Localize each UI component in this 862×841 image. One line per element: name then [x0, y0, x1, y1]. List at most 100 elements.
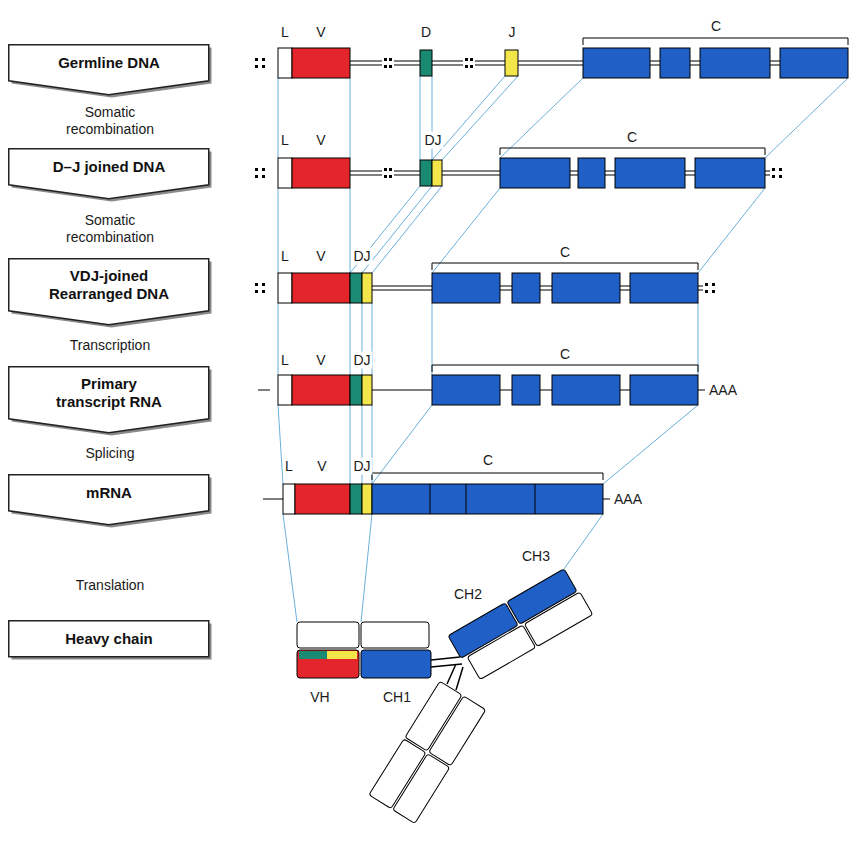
segment-label: L — [279, 132, 291, 149]
guide-line — [278, 405, 698, 484]
d-segment — [420, 50, 432, 76]
d-region — [299, 651, 327, 659]
v-segment — [295, 484, 350, 514]
leader-segment — [283, 484, 295, 514]
guide-line — [278, 76, 848, 160]
c-exon — [583, 48, 650, 78]
v-segment — [292, 158, 350, 188]
step-box: Germline DNA — [8, 44, 212, 98]
leader-segment — [278, 158, 292, 188]
box-text-holder: Primary transcript RNA — [9, 367, 209, 419]
polya-label: AAA — [707, 382, 739, 399]
segment-label: DJ — [422, 132, 443, 149]
c-exon — [695, 158, 765, 188]
box-text-holder: VDJ-joined Rearranged DNA — [9, 259, 209, 311]
step-box: mRNA — [8, 474, 212, 528]
d-segment — [350, 484, 362, 514]
box-text: mRNA — [86, 484, 132, 502]
c-exon — [552, 273, 620, 303]
segment-label: V — [314, 24, 327, 41]
c-exon — [700, 48, 770, 78]
step-label: Somatic recombination — [48, 212, 172, 246]
c-exon — [578, 158, 605, 188]
germline-dna-row — [255, 38, 848, 78]
exon-divider — [430, 484, 535, 514]
primary-transcript-row — [258, 365, 705, 405]
j-segment — [362, 273, 372, 303]
c-bracket — [432, 365, 698, 372]
leader-segment — [278, 48, 292, 78]
segment-label: C — [558, 346, 572, 363]
dj-joined-row — [255, 148, 782, 188]
segment-label: L — [279, 352, 291, 369]
box-text: Primary transcript RNA — [52, 375, 167, 411]
c-exon — [500, 158, 570, 188]
c-bracket — [372, 473, 603, 480]
antibody — [297, 568, 593, 824]
c-bracket — [583, 38, 848, 45]
j-region — [327, 651, 357, 659]
partner-chain-domain — [467, 625, 535, 680]
step-label: Transcription — [68, 337, 152, 354]
j-segment — [432, 160, 442, 186]
guide-lines — [278, 76, 848, 622]
domain-label: CH1 — [381, 689, 413, 706]
leader-segment — [278, 375, 292, 405]
c-exon — [660, 48, 690, 78]
j-segment — [362, 484, 372, 514]
box-border — [9, 45, 209, 95]
box-text-holder: Heavy chain — [9, 621, 209, 657]
segment-label: V — [314, 248, 327, 265]
c-exon — [630, 375, 698, 405]
step-label: Somatic recombination — [48, 104, 172, 138]
c-region — [372, 484, 603, 514]
v-segment — [292, 48, 350, 78]
step-box: D–J joined DNA — [8, 148, 212, 202]
light-chain-domain — [297, 622, 359, 648]
d-segment — [420, 160, 432, 186]
segment-label: C — [709, 18, 723, 35]
segment-label: J — [507, 24, 518, 41]
c-exon — [615, 158, 685, 188]
segment-label: V — [314, 352, 327, 369]
j-segment — [362, 375, 372, 405]
step-label: Splicing — [83, 445, 136, 462]
segment-label: DJ — [351, 352, 372, 369]
mrna-row — [263, 473, 610, 514]
box-border — [9, 475, 209, 525]
segment-label: C — [625, 129, 639, 146]
c-exon — [512, 375, 540, 405]
box-text: VDJ-joined Rearranged DNA — [39, 267, 179, 303]
c-exon — [630, 273, 698, 303]
second-arm — [448, 568, 593, 683]
polya-label: AAA — [612, 491, 644, 508]
stem — [369, 681, 486, 823]
v-segment — [292, 375, 350, 405]
j-segment — [505, 50, 518, 76]
box-border — [9, 149, 209, 199]
vh-domain — [297, 650, 359, 678]
domain-label: VH — [308, 689, 331, 706]
segment-label: C — [558, 244, 572, 261]
c-bracket — [432, 263, 698, 270]
step-box: Primary transcript RNA — [8, 366, 212, 436]
partner-chain-domain — [524, 592, 592, 647]
vdj-joined-row — [255, 263, 715, 303]
box-text: D–J joined DNA — [53, 158, 166, 176]
c-exon — [780, 48, 848, 78]
c-exon — [432, 273, 500, 303]
segment-label: DJ — [351, 248, 372, 265]
step-label: Translation — [74, 577, 147, 594]
stem-domain — [429, 696, 486, 766]
guide-line — [278, 186, 765, 273]
box-border — [9, 367, 209, 433]
box-text-holder: Germline DNA — [9, 45, 209, 81]
segment-label: DJ — [351, 458, 372, 475]
c-bracket — [500, 148, 765, 155]
domain-label: CH2 — [452, 586, 484, 603]
segment-label: D — [419, 24, 433, 41]
box-text-holder: D–J joined DNA — [9, 149, 209, 185]
leader-segment — [278, 273, 292, 303]
segment-label: V — [314, 132, 327, 149]
